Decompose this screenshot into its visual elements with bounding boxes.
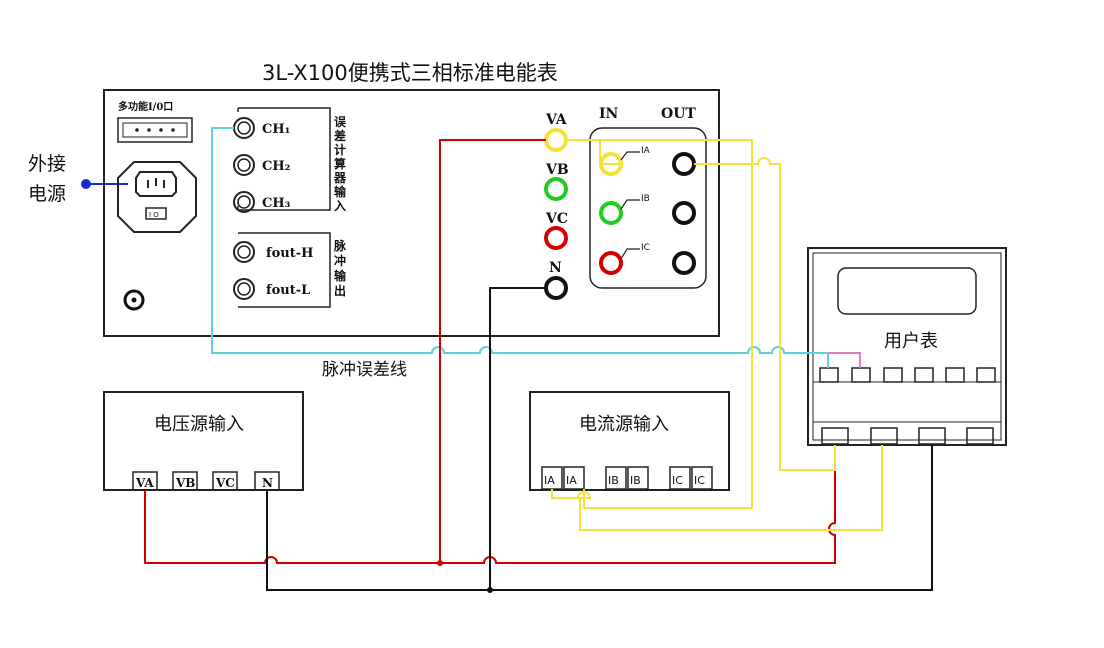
- voltage-source-label: 电压源输入: [154, 414, 244, 435]
- external-power-label-2: 电源: [28, 183, 66, 205]
- current-source-terminal-ia1: IA: [544, 474, 555, 487]
- diagram-title: 3L-X100便携式三相标准电能表: [262, 61, 558, 85]
- user-meter-pulse-terminals: [819, 367, 996, 383]
- va-terminal: [544, 128, 568, 152]
- ib-label: IB: [641, 194, 650, 204]
- fout-h-label: fout-H: [266, 246, 313, 261]
- svg-text:输: 输: [334, 184, 347, 199]
- current-source-terminal-ic1: IC: [672, 474, 683, 487]
- ground-terminal: [123, 289, 145, 311]
- pulse-error-line-label: 脉冲误差线: [322, 360, 407, 380]
- standard-meter-panel: [103, 89, 720, 337]
- current-source-box: [529, 391, 730, 491]
- svg-text:入: 入: [334, 199, 346, 213]
- ch3-label: CH₃: [262, 196, 291, 211]
- user-meter-display: [837, 267, 977, 315]
- svg-text:冲: 冲: [334, 253, 346, 268]
- pulse-jumper-wire: [828, 352, 861, 368]
- power-switch-label: I O: [149, 211, 159, 219]
- svg-text:误: 误: [334, 115, 347, 129]
- current-source-terminal-ib2: IB: [630, 474, 641, 487]
- voltage-source-terminals: [132, 471, 280, 491]
- voltage-source-terminal-vb: VB: [175, 476, 195, 490]
- svg-text:输: 输: [334, 268, 347, 283]
- power-switch: [145, 207, 167, 220]
- ib-pair: [599, 199, 696, 225]
- voltage-source-box: [103, 391, 304, 491]
- user-meter-label: 用户表: [884, 331, 938, 352]
- svg-text:器: 器: [333, 171, 347, 185]
- pulse-error-wire: [211, 127, 829, 368]
- n-terminal: [544, 276, 568, 300]
- io-port-label: 多功能I/0口: [118, 100, 173, 113]
- current-source-terminal-ia2: IA: [566, 474, 577, 487]
- external-power-label-1: 外接: [28, 153, 66, 175]
- user-meter-main-terminals: [821, 427, 994, 445]
- vc-terminal-label: VC: [545, 211, 568, 227]
- current-source-label: 电流源输入: [579, 414, 669, 435]
- svg-text:计: 计: [334, 142, 346, 157]
- ch3-terminal: [233, 191, 255, 213]
- voltage-source-terminal-va: VA: [135, 476, 154, 490]
- voltage-source-terminal-n: N: [262, 476, 273, 490]
- ic-pair: [599, 248, 696, 275]
- ch2-label: CH₂: [262, 159, 290, 174]
- user-meter: [807, 247, 1007, 446]
- vb-terminal: [544, 177, 568, 201]
- vc-terminal: [544, 226, 568, 250]
- vb-terminal-label: VB: [545, 162, 569, 178]
- fout-l-label: fout-L: [266, 283, 310, 298]
- ic-label: IC: [641, 243, 650, 253]
- error-calc-input-label: 误 差 计 算 器 输 入: [333, 115, 347, 213]
- svg-text:脉: 脉: [333, 238, 347, 253]
- svg-text:差: 差: [333, 128, 346, 143]
- out-label: OUT: [661, 106, 696, 122]
- ia-label: IA: [641, 146, 651, 156]
- power-inlet: [117, 161, 197, 233]
- svg-text:出: 出: [334, 283, 346, 298]
- current-source-terminal-ib1: IB: [608, 474, 619, 487]
- n-terminal-label: N: [549, 260, 562, 276]
- ch2-terminal: [233, 154, 255, 176]
- in-label: IN: [599, 106, 619, 122]
- fout-l-terminal: [233, 278, 255, 300]
- fout-h-terminal: [233, 241, 255, 263]
- voltage-source-terminal-vc: VC: [215, 476, 235, 490]
- current-wire-out: [694, 157, 836, 471]
- neutral-wire: [266, 287, 933, 591]
- ch1-terminal: [233, 117, 255, 139]
- power-socket-icon: [135, 171, 177, 197]
- current-return-wire: [551, 445, 883, 531]
- external-power-dot: [81, 179, 91, 189]
- current-terminal-block: [589, 127, 707, 289]
- pulse-output-label: 脉 冲 输 出: [333, 238, 347, 298]
- svg-text:算: 算: [334, 156, 346, 171]
- ch1-label: CH₁: [262, 122, 290, 137]
- current-source-terminal-ic2: IC: [694, 474, 705, 487]
- va-terminal-label: VA: [545, 112, 568, 128]
- current-wire-in: [566, 139, 753, 509]
- io-port-connector: [117, 117, 193, 143]
